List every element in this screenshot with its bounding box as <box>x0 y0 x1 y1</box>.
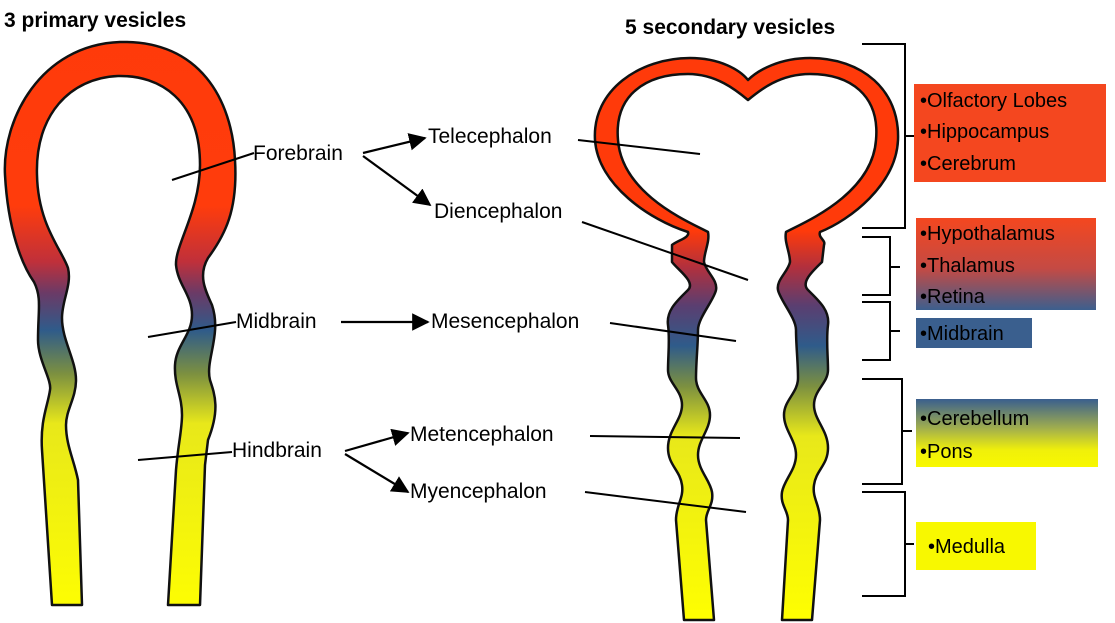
diencephalon-item: •Hypothalamus <box>920 223 1055 245</box>
mesencephalon-item: •Midbrain <box>920 323 1004 345</box>
myelencephalon-pointer <box>585 492 746 512</box>
arrow-hindbrain-to-myelencephalon <box>345 454 408 492</box>
metencephalon-structures-box: •Cerebellum •Pons <box>916 399 1098 467</box>
telencephalon-item: •Hippocampus <box>920 121 1049 143</box>
forebrain-label: Forebrain <box>253 142 343 165</box>
primary-neural-tube <box>5 42 236 605</box>
metencephalon-bracket <box>862 379 912 484</box>
primary-tube-wall <box>5 42 236 605</box>
arrow-hindbrain-to-metencephalon <box>345 433 408 451</box>
telencephalon-label: Telecephalon <box>428 125 552 148</box>
mesencephalon-label: Mesencephalon <box>431 310 579 333</box>
metencephalon-item: •Pons <box>920 441 973 463</box>
diencephalon-item: •Retina <box>920 286 986 308</box>
secondary-tube-wall <box>595 58 898 620</box>
metencephalon-item: •Cerebellum <box>920 408 1029 430</box>
myelencephalon-structures-box: •Medulla <box>916 522 1036 570</box>
telencephalon-structures-box: •Olfactory Lobes •Hippocampus •Cerebrum <box>914 84 1106 182</box>
midbrain-label: Midbrain <box>236 310 317 333</box>
mesencephalon-structures-box: •Midbrain <box>916 318 1032 348</box>
diencephalon-item: •Thalamus <box>920 255 1015 277</box>
myelencephalon-label: Myencephalon <box>410 480 547 503</box>
mesencephalon-bracket <box>862 302 900 360</box>
secondary-neural-tube <box>595 58 898 620</box>
metencephalon-label: Metencephalon <box>410 423 554 446</box>
myelencephalon-bracket <box>862 492 914 596</box>
hindbrain-label: Hindbrain <box>232 439 322 462</box>
diencephalon-bracket <box>862 237 900 295</box>
diencephalon-label: Diencephalon <box>434 200 562 223</box>
myelencephalon-item: •Medulla <box>928 536 1006 558</box>
arrow-forebrain-to-telencephalon <box>363 138 425 153</box>
metencephalon-pointer <box>590 436 740 438</box>
diencephalon-structures-box: •Hypothalamus •Thalamus •Retina <box>916 218 1096 310</box>
primary-vesicles-title: 3 primary vesicles <box>4 9 186 32</box>
telencephalon-item: •Cerebrum <box>920 153 1016 175</box>
arrow-forebrain-to-diencephalon <box>363 156 430 205</box>
diencephalon-pointer <box>582 222 748 280</box>
telencephalon-item: •Olfactory Lobes <box>920 90 1067 112</box>
secondary-vesicles-title: 5 secondary vesicles <box>625 16 835 39</box>
